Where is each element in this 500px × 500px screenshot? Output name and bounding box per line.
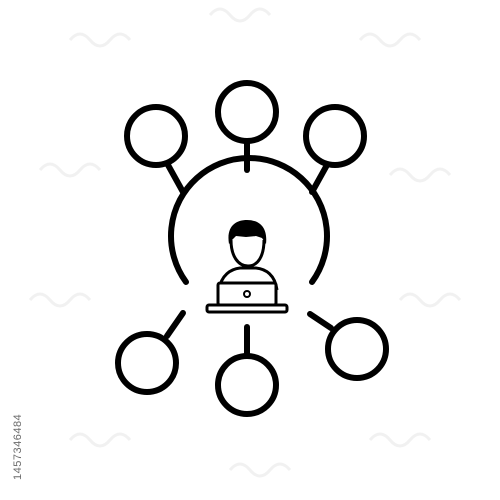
node-bottom-left <box>115 331 179 395</box>
node-top <box>215 80 279 144</box>
laptop-logo <box>243 290 251 298</box>
laptop-screen <box>216 281 278 307</box>
connector-bottom-right <box>307 311 334 331</box>
hair <box>228 220 267 244</box>
user-at-laptop-icon <box>205 220 289 314</box>
connector-top-left <box>165 162 186 195</box>
node-bottom-right <box>325 317 389 381</box>
connector-bottom-left <box>164 310 186 339</box>
torso <box>217 266 279 291</box>
node-top-right <box>303 104 367 168</box>
node-bottom <box>215 353 279 417</box>
head <box>229 239 266 268</box>
laptop-base <box>205 303 289 314</box>
center-arc <box>168 155 330 285</box>
image-id-label: 1457346484 <box>12 413 24 480</box>
node-top-left <box>124 104 188 168</box>
connector-top-right <box>309 162 330 195</box>
